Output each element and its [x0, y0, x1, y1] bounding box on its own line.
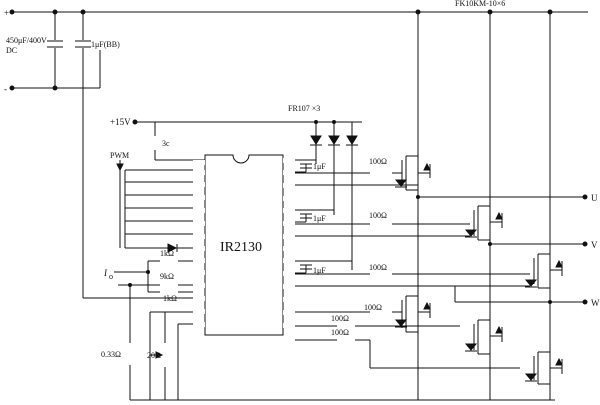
resistor-1k-a — [148, 258, 193, 264]
resistor-1k-b — [148, 289, 193, 295]
rshunt-label: 0.33Ω — [101, 350, 121, 359]
gate-resistor-1 — [295, 170, 402, 176]
pwm-label: PWM — [110, 151, 129, 160]
rg1-label: 100Ω — [369, 157, 387, 166]
pwm-bus — [116, 160, 193, 249]
gate-resistor-5 — [295, 323, 460, 329]
bootstrap-diodes — [310, 135, 358, 270]
io-label: I — [103, 268, 108, 278]
dc-label: DC — [6, 46, 17, 55]
mosfet-high-w — [524, 252, 563, 300]
cap2-label: 1μF — [313, 214, 326, 223]
ic-left-pins — [193, 160, 205, 327]
rpot-label: 20Ω — [147, 351, 161, 360]
io-sub-label: o — [109, 272, 113, 281]
resistor-3c — [152, 122, 205, 161]
module-label: FK10KM-10×6 — [455, 0, 505, 8]
supply-15v-rail — [132, 119, 362, 136]
cap1-label: 1μF — [313, 162, 326, 171]
positive-bus-verticals — [415, 9, 553, 252]
trim-potentiometer — [149, 311, 193, 400]
mosfet-high-u — [394, 150, 431, 196]
bootstrap-cap-2 — [295, 209, 334, 223]
gate-resistor-4 — [295, 309, 402, 315]
r1k-a-label: 1kΩ — [160, 249, 174, 258]
ic-label: IR2130 — [220, 240, 262, 255]
shunt-resistor — [127, 343, 133, 365]
minus-label: - — [4, 84, 7, 94]
rg3-label: 100Ω — [369, 263, 387, 272]
mosfet-low-w — [524, 300, 563, 400]
output-v — [488, 241, 588, 247]
gate-resistor-3 — [295, 271, 530, 277]
mosfet-low-v — [464, 245, 503, 400]
ic-ir2130 — [193, 154, 295, 336]
rg6-label: 100Ω — [331, 328, 349, 337]
out-u-label: U — [591, 193, 598, 203]
output-w — [454, 286, 588, 305]
output-u — [416, 194, 588, 200]
bulk-capacitor — [47, 40, 63, 48]
cap3-label: 1μF — [313, 266, 326, 275]
rg4-label: 100Ω — [364, 303, 382, 312]
rg5-label: 100Ω — [331, 314, 349, 323]
plus-label: + — [4, 8, 9, 18]
bulk-cap-label: 450μF/400V — [6, 36, 47, 45]
io-input — [114, 261, 150, 292]
diodes-label: FR107 ×3 — [288, 104, 320, 113]
gate-resistor-6 — [295, 337, 520, 369]
ic-right-pins — [283, 158, 295, 328]
mosfet-high-v — [464, 205, 503, 245]
bb-cap-label: 1μF(BB) — [91, 40, 120, 49]
fault-diode — [155, 243, 193, 253]
bb-capacitor — [75, 40, 91, 48]
dc-bus — [9, 9, 588, 91]
v15-label: +15V — [110, 117, 131, 127]
negative-return — [82, 88, 425, 401]
out-w-label: W — [591, 298, 600, 308]
r9k-label: 9kΩ — [160, 272, 174, 281]
mosfet-low-u — [394, 196, 431, 400]
bootstrap-cap-3 — [295, 260, 352, 274]
bootstrap-cap-1 — [295, 159, 316, 173]
gate-resistor-2 — [295, 221, 470, 227]
rg2-label: 100Ω — [369, 211, 387, 220]
r3c-label: 3c — [162, 139, 170, 148]
out-v-label: V — [591, 240, 598, 250]
resistor-9k — [118, 282, 193, 288]
